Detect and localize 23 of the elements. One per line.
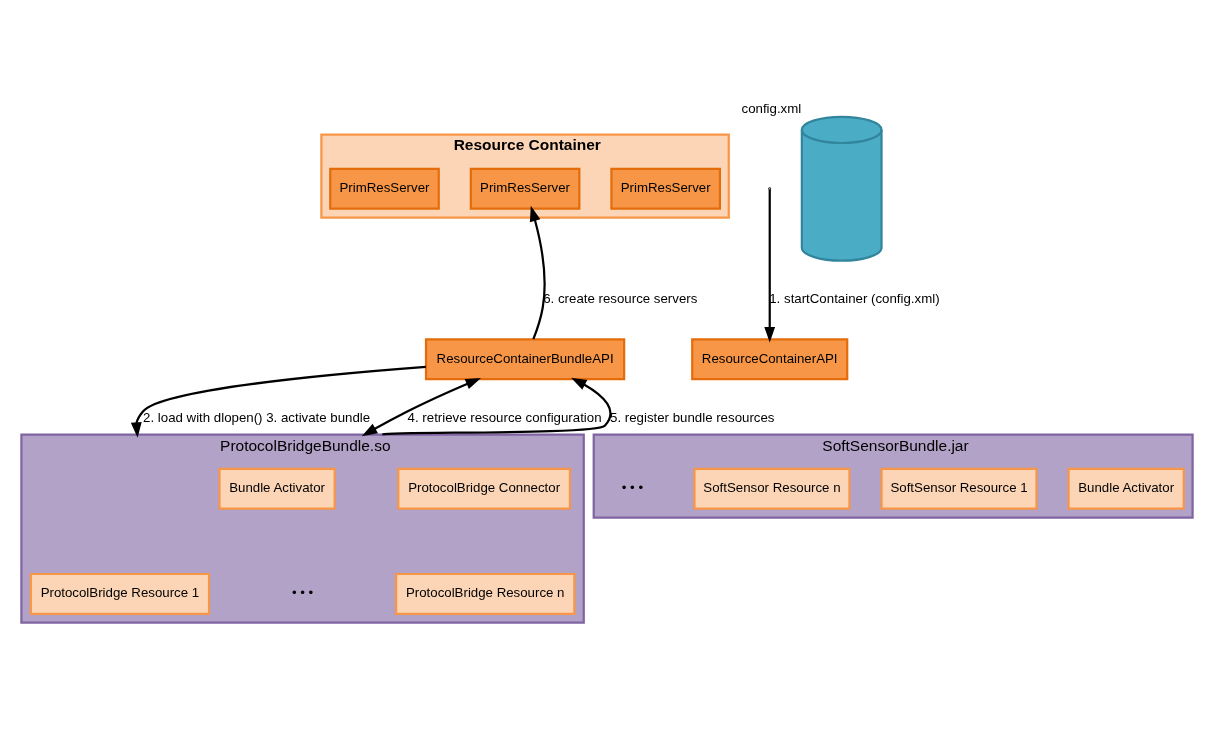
node-box: PrimResServer <box>329 167 440 210</box>
node-box: SoftSensor Resource n <box>693 467 851 510</box>
node-box: SoftSensor Resource 1 <box>880 467 1038 510</box>
node-box: ProtocolBridge Resource n <box>395 572 576 615</box>
arrow <box>130 365 426 438</box>
node-box: ResourceContainerAPI <box>691 338 849 381</box>
label: • • • <box>291 585 314 601</box>
node-box: ProtocolBridge Connector <box>397 467 572 510</box>
node-box: ResourceContainerBundleAPI <box>424 338 626 381</box>
edge-label: 5. register bundle resources <box>610 409 775 425</box>
arrow <box>764 190 776 343</box>
arrow <box>382 377 612 436</box>
node-label: config.xml <box>741 101 802 117</box>
node-box: Bundle Activator <box>1067 467 1185 510</box>
edge-label: 4. retrieve resource configuration <box>407 409 602 425</box>
node-box: PrimResServer <box>469 167 581 210</box>
node-box: Bundle Activator <box>218 467 336 510</box>
node-box: ProtocolBridge Resource 1 <box>29 572 211 615</box>
node-box: PrimResServer <box>610 167 721 210</box>
arrow <box>361 378 482 437</box>
arrow <box>529 205 546 340</box>
edge-label: 2. load with dlopen() 3. activate bundle <box>143 409 371 425</box>
label: • • • <box>621 480 644 496</box>
